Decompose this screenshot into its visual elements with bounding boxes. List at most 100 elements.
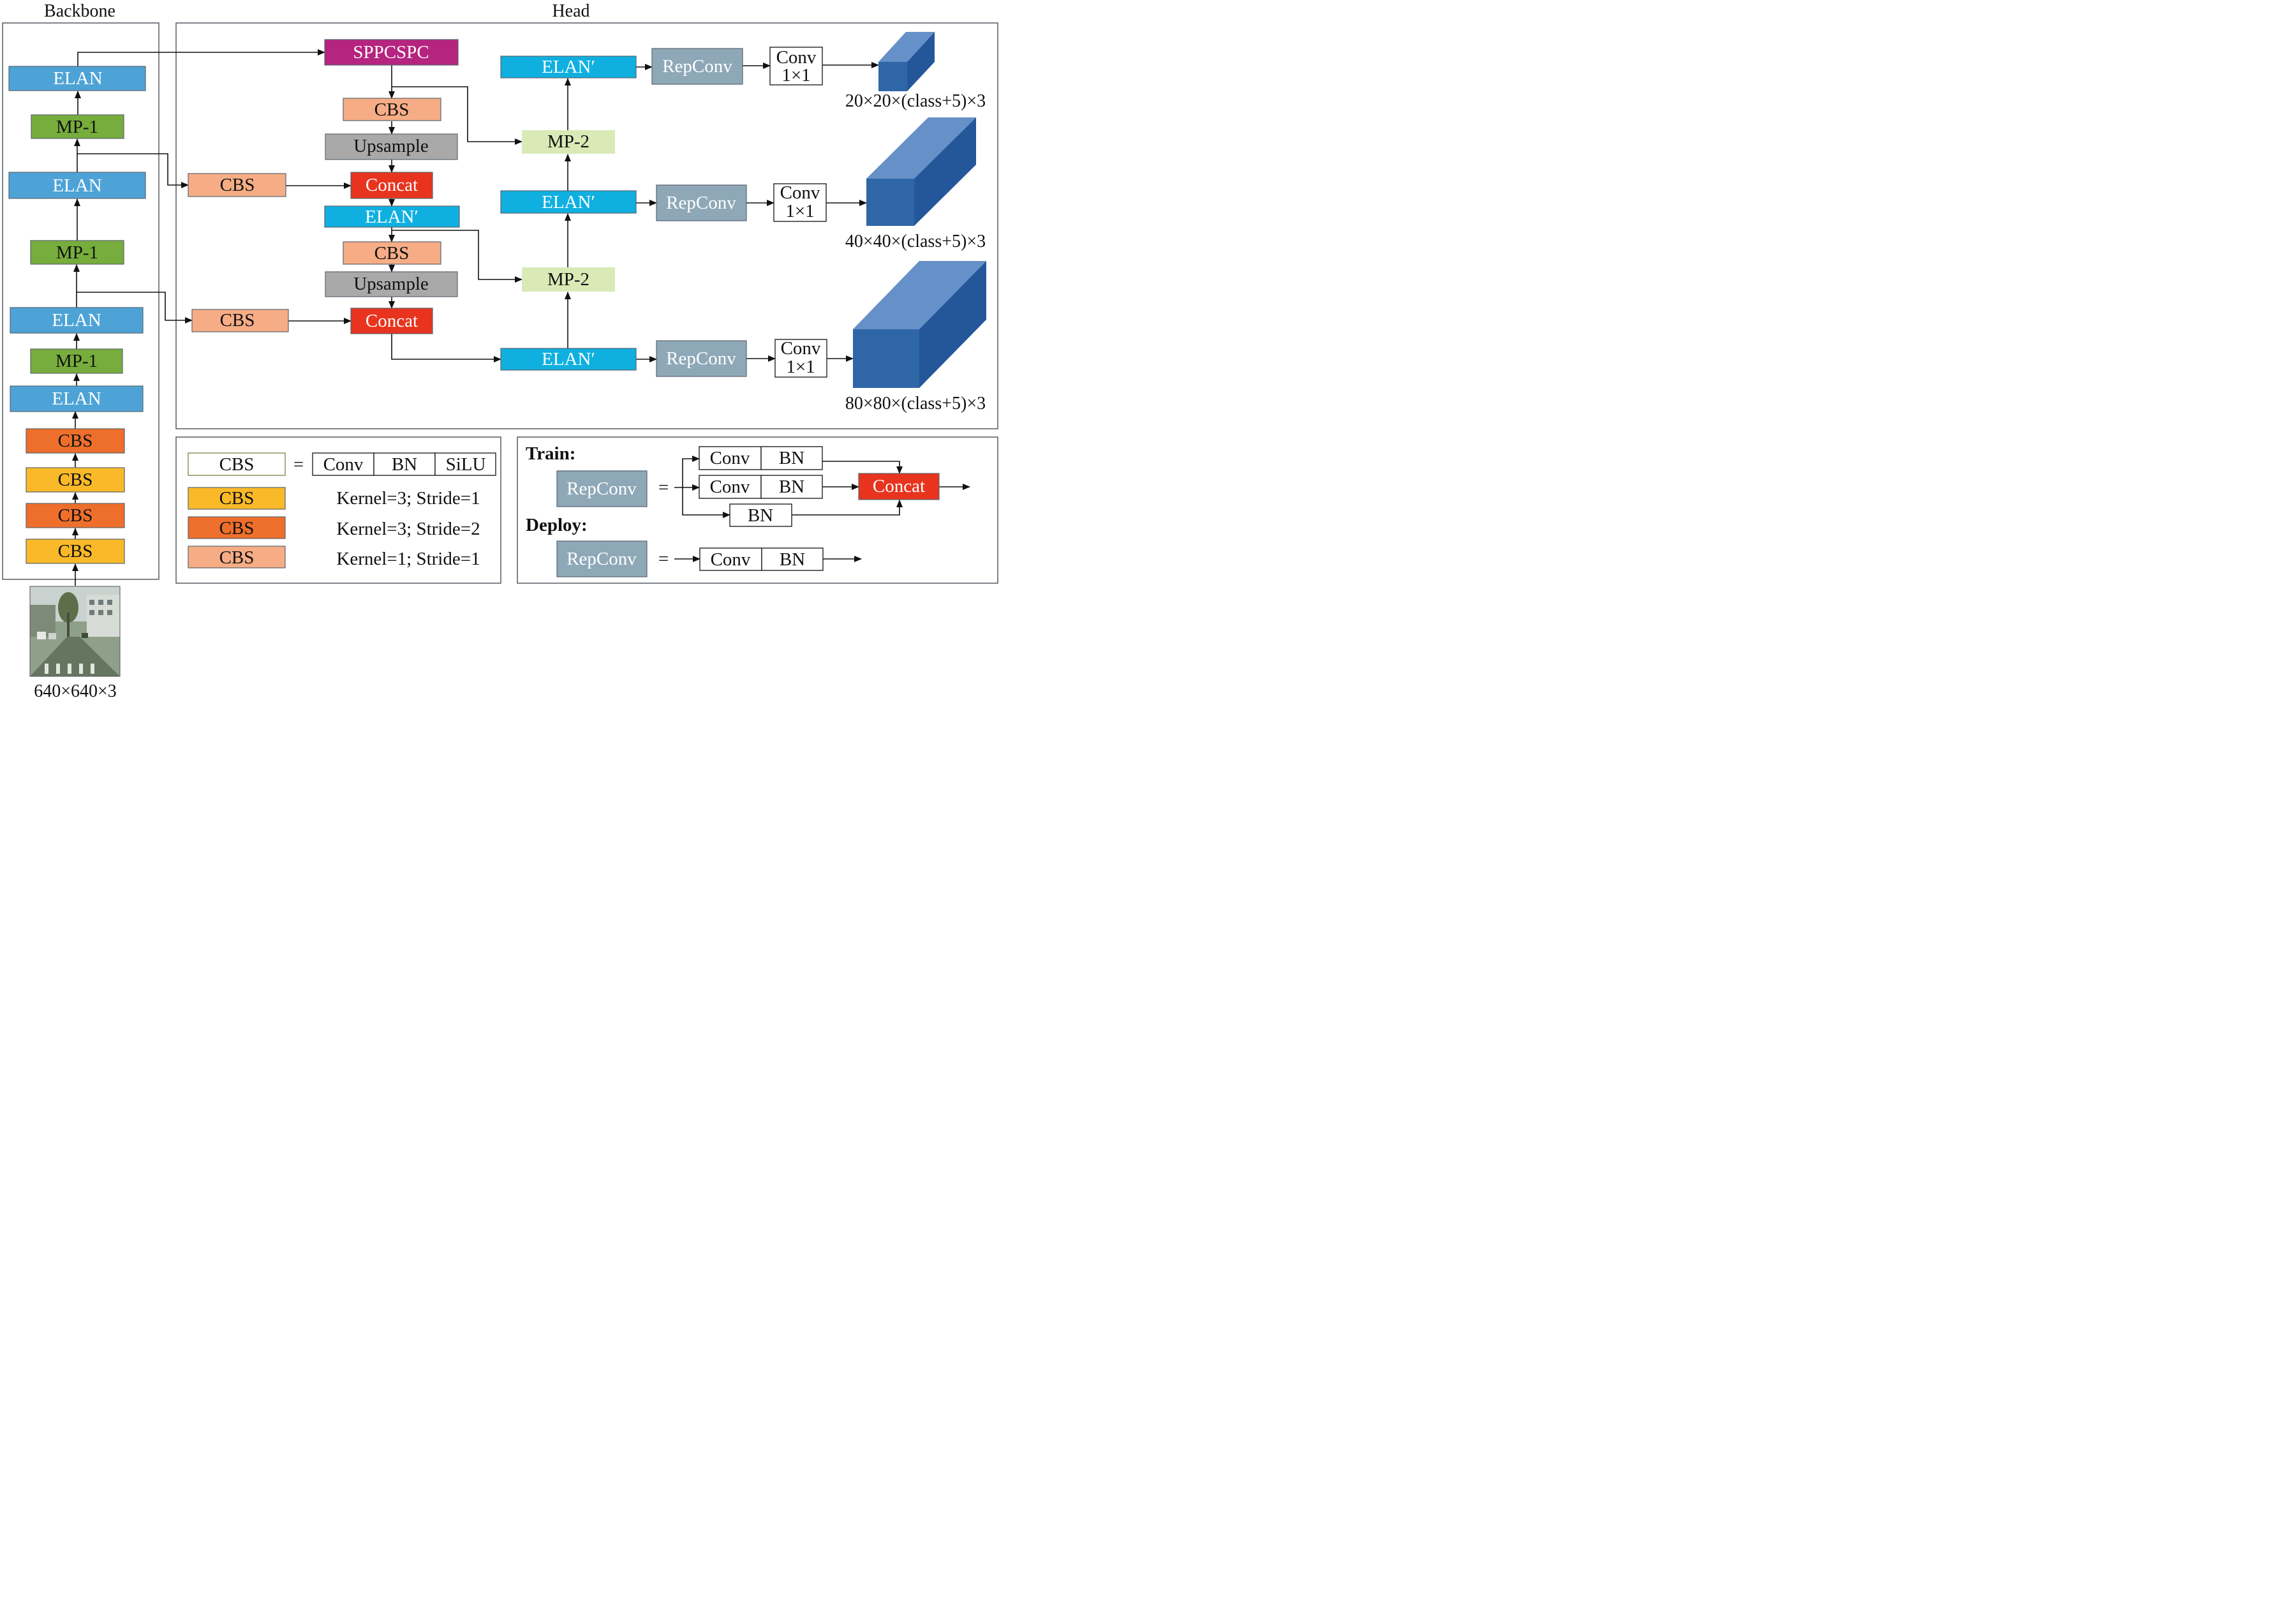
block-label: MP-1: [56, 351, 98, 371]
elan-block: ELAN: [8, 66, 146, 91]
mp1-block: MP-1: [30, 348, 123, 374]
block-label: CBS: [58, 431, 93, 451]
repconv-block: RepConv: [656, 184, 747, 221]
repconv-panel: Train: Deploy: RepConv = Conv BN Conv BN…: [526, 443, 940, 577]
cbs-k3s2-block: CBS: [26, 503, 125, 528]
train-bn-label: BN: [779, 448, 804, 468]
output-tensor-large: [853, 261, 986, 388]
repconv-frame: [517, 436, 998, 584]
block-label: CBS: [220, 175, 255, 195]
deploy-bn-label: BN: [780, 549, 805, 570]
upsample-block: Upsample: [325, 133, 458, 160]
mp2-block: MP-2: [522, 130, 615, 154]
conv-1x1-block: Conv 1×1: [773, 182, 827, 222]
cbs-k1s1-block: CBS: [191, 309, 289, 332]
block-label: Conv: [781, 338, 821, 359]
cbs-k1s1-block: CBS: [343, 241, 441, 265]
block-label: Concat: [366, 175, 418, 195]
legend-swatch-label: CBS: [219, 518, 255, 539]
elan-block: ELAN: [8, 172, 146, 199]
cbs-k3s1-block: CBS: [26, 467, 125, 493]
block-label: Conv: [780, 182, 820, 203]
output-tensor-medium: [866, 117, 976, 226]
repconv-block: RepConv: [651, 48, 743, 85]
upsample-block: Upsample: [325, 271, 458, 297]
output-size-label: 40×40×(class+5)×3: [845, 232, 986, 251]
legend-swatch-label: CBS: [219, 547, 255, 568]
legend-swatch-k1s1: [188, 546, 286, 569]
train-label: Train:: [526, 443, 575, 464]
legend-bn: BN: [392, 454, 417, 475]
block-label: 1×1: [785, 201, 814, 221]
conv-1x1-block: Conv 1×1: [769, 47, 823, 85]
head: SPPCSPC CBS Upsample CBS Concat ELAN′ CB…: [188, 32, 986, 413]
elan-block: ELAN: [10, 307, 144, 334]
cbs-k3s1-block: CBS: [26, 539, 125, 564]
train-conv-label: Conv: [710, 477, 750, 497]
deploy-label: Deploy:: [526, 515, 588, 535]
legend-frame: [175, 436, 501, 584]
block-label: SPPCSPC: [353, 42, 429, 63]
repconv-block: RepConv: [656, 340, 747, 377]
elan-prime-block: ELAN′: [324, 205, 460, 228]
connectors: [72, 49, 970, 586]
block-label: MP-2: [547, 269, 589, 290]
train-concat-block: [858, 473, 940, 500]
output-tensor-small: [878, 32, 935, 91]
train-repconv-block: [556, 470, 648, 507]
block-label: 1×1: [781, 65, 810, 85]
block-label: Upsample: [353, 274, 429, 294]
mp2-block: MP-2: [522, 267, 615, 292]
output-size-label: 80×80×(class+5)×3: [845, 394, 986, 413]
train-bn-label: BN: [748, 505, 773, 526]
cbs-legend: CBS = Conv BN SiLU CBS Kernel=3; Stride=…: [188, 452, 496, 569]
output-size-label: 20×20×(class+5)×3: [845, 91, 986, 111]
block-label: MP-1: [56, 117, 98, 137]
input-image: [30, 586, 120, 676]
block-label: RepConv: [666, 193, 736, 213]
head-frame: [175, 22, 998, 429]
legend-kernel-k3s2: Kernel=3; Stride=2: [336, 519, 480, 539]
legend-silu: SiLU: [446, 454, 486, 475]
block-label: ELAN: [52, 389, 101, 409]
concat-block: Concat: [350, 172, 433, 199]
legend-kernel-k3s1: Kernel=3; Stride=1: [336, 488, 480, 509]
block-label: MP-2: [547, 131, 589, 152]
block-label: ELAN′: [365, 207, 418, 227]
sppcspc-block: SPPCSPC: [324, 39, 459, 66]
block-label: RepConv: [567, 549, 637, 569]
block-label: ELAN: [53, 68, 102, 89]
backbone: CBS CBS CBS CBS ELAN MP-1 ELAN MP-1: [8, 66, 146, 564]
block-label: RepConv: [662, 56, 732, 77]
legend-swatch-label: CBS: [219, 488, 255, 509]
input-caption: 640×640×3: [34, 681, 117, 701]
block-label: CBS: [58, 541, 93, 561]
cbs-k1s1-block: CBS: [343, 98, 441, 121]
deploy-repconv-block: [556, 540, 648, 577]
block-label: CBS: [374, 100, 410, 120]
train-conv-label: Conv: [710, 448, 750, 468]
concat-block: Concat: [350, 308, 433, 334]
block-label: RepConv: [666, 348, 736, 369]
block-label: Concat: [366, 311, 418, 331]
block-label: Concat: [873, 476, 925, 496]
elan-prime-block: ELAN′: [500, 348, 637, 371]
mp1-block: MP-1: [30, 240, 124, 265]
block-label: ELAN′: [542, 349, 595, 369]
head-title: Head: [552, 1, 589, 21]
block-label: Upsample: [353, 136, 429, 156]
legend-cbs-label: CBS: [219, 454, 255, 475]
block-label: MP-1: [56, 242, 98, 263]
block-label: ELAN′: [542, 57, 595, 77]
block-label: CBS: [58, 470, 93, 490]
legend-swatch-k3s2: [188, 516, 286, 539]
block-label: CBS: [220, 310, 255, 331]
block-label: 1×1: [786, 357, 815, 377]
cbs-k3s2-block: CBS: [26, 428, 125, 454]
train-equals: =: [658, 477, 669, 498]
legend-equals: =: [293, 454, 304, 475]
legend-conv: Conv: [323, 454, 364, 475]
backbone-frame: [2, 22, 159, 580]
block-label: CBS: [58, 505, 93, 526]
block-label: RepConv: [567, 479, 637, 499]
